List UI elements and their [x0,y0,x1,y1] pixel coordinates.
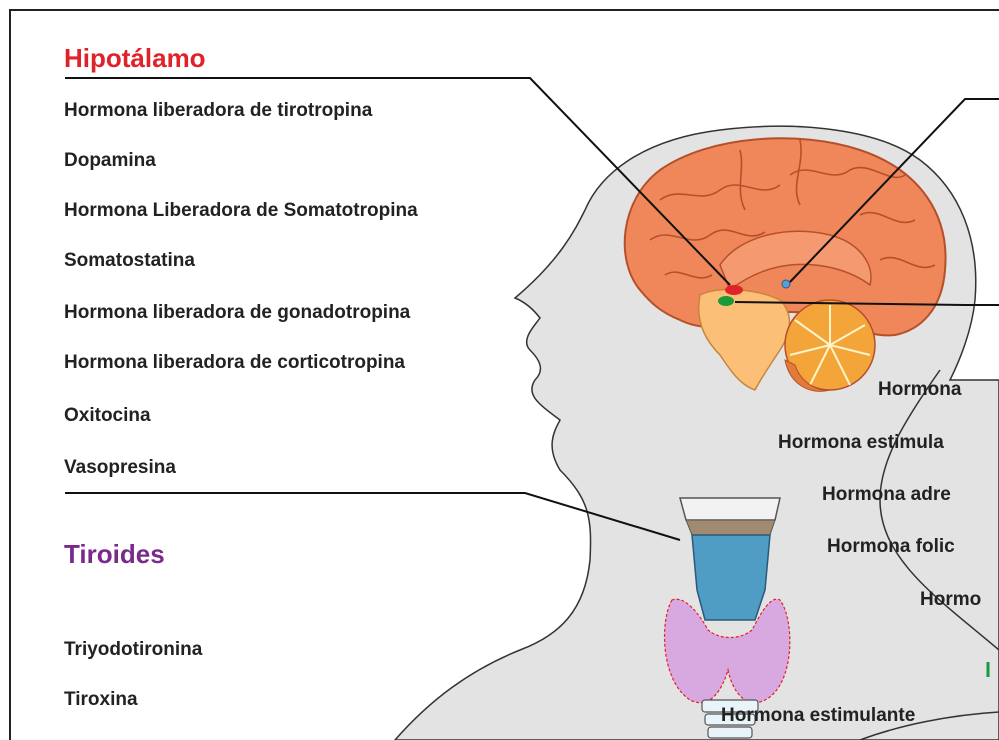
hypothalamus-hormone-3: Hormona Liberadora de Somatotropina [64,200,418,221]
hypothalamus-hormone-4: Somatostatina [64,250,195,271]
hypothalamus-hormone-8: Vasopresina [64,457,176,478]
hypothalamus-title: Hipotálamo [64,43,206,73]
pituitary-hormone-1: Hormona [878,379,962,400]
hypothalamus-hormone-7: Oxitocina [64,405,151,426]
trachea [691,534,771,621]
hypothalamus-marker [725,285,743,295]
hypothalamus-leader [65,77,731,286]
thyroid-leader [65,492,681,541]
thyroid-hormone-1: Triyodotironina [64,639,203,660]
thyroid-gland [663,598,791,704]
hypothalamus-hormone-5: Hormona liberadora de gonadotropina [64,302,411,323]
shoulder-line [859,711,999,740]
leader-lines [65,77,999,541]
pineal-leader [789,98,999,283]
pituitary-hormone-3: Hormona adre [822,484,951,505]
pituitary-hormone-2: Hormona estimula [778,432,944,453]
hypothalamus-hormone-2: Dopamina [64,150,156,171]
thyroid-hormone-2: Tiroxina [64,689,138,710]
pituitary-marker [718,296,734,306]
pineal-marker [781,279,791,289]
brain-gyri [649,139,936,279]
pituitary-hormone-5: Hormo [920,589,982,610]
trachea-rings [701,699,759,739]
hypothalamus-hormone-1: Hormona liberadora de tirotropina [64,100,373,121]
bottom-cut-label: Hormona estimulante [721,705,916,726]
thyroid-title: Tiroides [64,539,165,569]
hyoid [685,519,776,536]
neck-back-line [879,369,999,651]
corpus-callosum [719,230,872,292]
hypothalamus-hormone-6: Hormona liberadora de corticotropina [64,352,405,373]
larynx-top [679,497,781,521]
cerebellum-lower [784,359,831,392]
brainstem [698,288,791,391]
cerebellum-folia [789,305,871,386]
pituitary-leader [734,301,999,306]
pituitary-hormone-4: Hormona folic [827,536,955,557]
